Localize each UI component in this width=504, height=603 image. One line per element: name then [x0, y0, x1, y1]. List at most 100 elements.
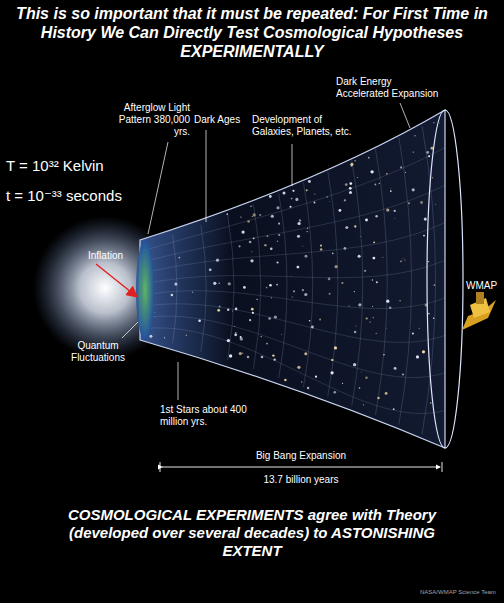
- star: [373, 241, 375, 243]
- star: [290, 276, 292, 278]
- star: [373, 317, 374, 318]
- star: [341, 282, 343, 284]
- star: [242, 353, 243, 354]
- era-label: Dark Ages: [194, 114, 240, 126]
- star: [372, 306, 373, 307]
- star: [394, 210, 396, 212]
- star: [354, 331, 357, 334]
- star: [305, 255, 308, 258]
- star: [302, 289, 304, 291]
- star: [358, 255, 361, 258]
- star: [348, 305, 350, 307]
- star: [354, 225, 356, 227]
- star: [370, 322, 371, 323]
- star: [149, 335, 152, 338]
- star: [186, 335, 187, 336]
- star: [278, 223, 280, 225]
- star: [251, 308, 254, 311]
- star: [277, 241, 278, 242]
- temperature-note: T = 10³² Kelvin: [6, 157, 104, 175]
- star: [251, 251, 252, 252]
- star: [400, 260, 402, 262]
- grid-line: [228, 215, 234, 360]
- wmap-satellite: [462, 292, 496, 330]
- star: [277, 262, 278, 263]
- star: [219, 306, 221, 308]
- star: [359, 236, 361, 238]
- star: [375, 215, 377, 217]
- star: [434, 204, 436, 206]
- star: [271, 215, 274, 218]
- star: [365, 377, 368, 380]
- star: [404, 259, 406, 261]
- grid-line: [142, 304, 445, 343]
- star: [229, 354, 232, 357]
- star: [386, 327, 388, 329]
- star: [420, 201, 423, 204]
- slide-caption: COSMOLOGICAL EXPERIMENTS agree with Theo…: [52, 506, 452, 560]
- star: [274, 359, 276, 361]
- star: [284, 379, 287, 382]
- star: [269, 284, 272, 287]
- star: [423, 235, 425, 237]
- star: [216, 259, 219, 262]
- star: [349, 187, 352, 190]
- star: [154, 311, 156, 313]
- star: [342, 383, 343, 384]
- star: [234, 326, 235, 327]
- star: [247, 356, 250, 359]
- star: [434, 284, 436, 286]
- star: [428, 155, 430, 157]
- grid-line: [142, 328, 445, 414]
- star: [428, 313, 430, 315]
- star: [291, 198, 293, 200]
- star: [252, 216, 253, 217]
- star: [345, 226, 348, 229]
- grid-line: [253, 204, 260, 369]
- star: [416, 355, 419, 358]
- star: [364, 270, 366, 272]
- star: [304, 293, 307, 296]
- grid-line: [142, 260, 445, 284]
- grid-line: [173, 235, 177, 343]
- era-label: Development of Galaxies, Planets, etc.: [252, 114, 356, 138]
- star: [344, 199, 346, 201]
- star: [252, 312, 254, 314]
- star: [247, 220, 250, 223]
- satellite-label: WMAP: [466, 280, 497, 292]
- star: [390, 187, 392, 189]
- star: [302, 245, 304, 247]
- star: [386, 300, 389, 303]
- star: [315, 376, 317, 378]
- star: [399, 300, 401, 302]
- era-label: Afterglow Light Pattern 380,000 yrs.: [112, 102, 190, 138]
- present-edge: [427, 110, 463, 448]
- galaxy-field: [149, 122, 440, 410]
- star: [402, 258, 404, 260]
- star: [385, 392, 388, 395]
- star: [329, 201, 331, 203]
- star: [319, 318, 321, 320]
- star: [164, 337, 165, 338]
- star: [227, 339, 230, 342]
- span-bracket: [160, 462, 442, 472]
- star: [266, 235, 268, 237]
- star: [239, 245, 241, 247]
- star: [330, 371, 333, 374]
- star: [357, 176, 359, 178]
- star: [383, 354, 384, 355]
- star: [276, 206, 279, 209]
- star: [192, 291, 193, 292]
- star: [306, 189, 308, 191]
- star: [253, 213, 256, 216]
- grid-line: [328, 171, 338, 396]
- star: [363, 404, 364, 405]
- span-label: Big Bang Expansion: [201, 450, 401, 462]
- star: [297, 366, 300, 369]
- star: [218, 283, 219, 284]
- star: [264, 244, 266, 246]
- star: [240, 216, 241, 217]
- star: [308, 180, 311, 183]
- star: [217, 309, 220, 312]
- star: [386, 208, 389, 211]
